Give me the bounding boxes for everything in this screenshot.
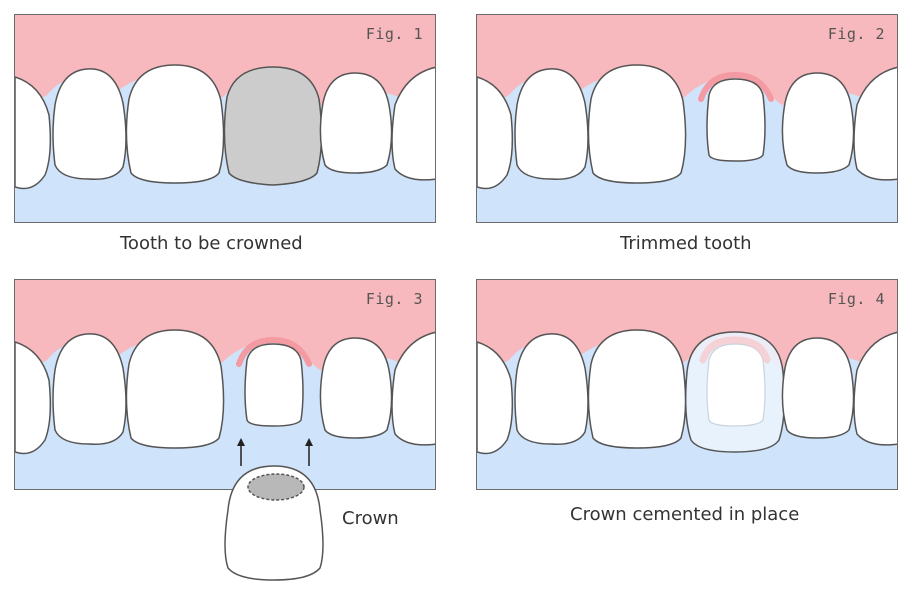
- figure-caption: Trimmed tooth: [620, 233, 752, 254]
- tooth: [125, 64, 225, 184]
- figure-caption: Crown cemented in place: [570, 504, 800, 525]
- gum-line-highlight: [699, 336, 771, 364]
- tooth: [52, 68, 127, 180]
- tooth: [125, 329, 225, 449]
- tooth: [319, 337, 393, 439]
- tooth: [52, 333, 127, 445]
- tooth: [781, 337, 855, 439]
- tooth: [15, 76, 52, 190]
- tooth: [853, 331, 897, 446]
- figure-label: Fig. 3: [365, 290, 423, 308]
- figure-2-panel: Fig. 2: [476, 14, 898, 223]
- figure-caption: Tooth to be crowned: [120, 233, 303, 254]
- tooth: [391, 331, 435, 446]
- tooth: [587, 329, 687, 449]
- tooth: [15, 341, 52, 455]
- tooth: [477, 341, 514, 455]
- tooth: [514, 333, 589, 445]
- figure-label: Fig. 1: [365, 25, 423, 43]
- figure-3-illustration: [15, 280, 435, 466]
- figure-label: Fig. 4: [827, 290, 885, 308]
- tooth-to-be-crowned: [223, 66, 323, 186]
- figure-label: Fig. 2: [827, 25, 885, 43]
- figure-2-illustration: [477, 15, 897, 190]
- tooth: [781, 72, 855, 174]
- tooth: [853, 66, 897, 181]
- crown-cavity: [247, 473, 305, 501]
- gum-line-highlight: [698, 71, 774, 102]
- gum-line-highlight: [236, 336, 312, 367]
- trimmed-tooth: [706, 78, 766, 162]
- figure-1-panel: Fig. 1: [14, 14, 436, 223]
- figure-4-illustration: [477, 280, 897, 455]
- figure-4-panel: Fig. 4: [476, 279, 898, 490]
- up-arrow-icon: [305, 438, 313, 466]
- tooth: [477, 76, 514, 190]
- crown-illustration: [224, 465, 324, 581]
- tooth: [319, 72, 393, 174]
- figure-3-panel: Fig. 3: [14, 279, 436, 490]
- tooth: [587, 64, 687, 184]
- trimmed-tooth: [244, 343, 304, 427]
- figure-1-illustration: [15, 15, 435, 190]
- up-arrow-icon: [237, 438, 245, 466]
- trimmed-tooth-inside-crown: [706, 343, 766, 427]
- tooth: [391, 66, 435, 181]
- figure-caption: Crown: [342, 508, 399, 529]
- tooth: [514, 68, 589, 180]
